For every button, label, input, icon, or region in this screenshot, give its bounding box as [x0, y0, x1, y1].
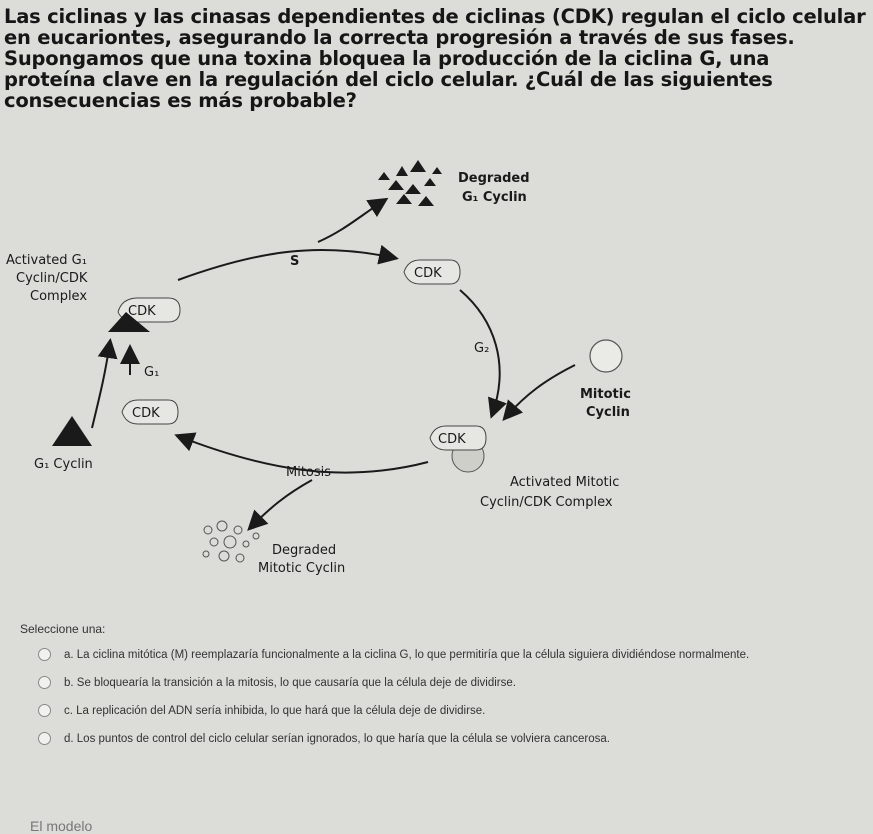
activated-g1-label-3: Complex [30, 289, 87, 304]
cdk-left: CDK [121, 399, 179, 425]
cdk-top: CDK [403, 259, 461, 285]
mitotic-cyclin-label-1: Mitotic [580, 387, 631, 402]
svg-text:CDK: CDK [128, 304, 156, 319]
mitotic-cyclin-arrow [502, 364, 576, 422]
svg-text:CDK: CDK [414, 266, 442, 281]
select-prompt: Seleccione una: [20, 622, 106, 636]
option-b[interactable]: b. Se bloquearía la transición a la mito… [38, 674, 838, 692]
cell-cycle-diagram: Degraded G₁ Cyclin CDK S Activated G₁ Cy… [6, 160, 631, 576]
svg-text:CDK: CDK [438, 432, 466, 447]
mitosis-arrow [174, 432, 429, 474]
degraded-g1-cyclin-fragments [378, 160, 442, 206]
g1-upward-arrow [91, 338, 118, 429]
option-d[interactable]: d. Los puntos de control del ciclo celul… [38, 730, 838, 748]
radio-c[interactable] [38, 704, 51, 717]
footer-text: El modelo [30, 818, 93, 834]
option-b-text: b. Se bloquearía la transición a la mito… [64, 677, 516, 689]
degraded-mitotic-cyclin-fragments [202, 520, 260, 563]
g2-arrow [459, 289, 507, 419]
option-c-text: c. La replicación del ADN sería inhibida… [64, 705, 486, 717]
degraded-mitotic-label-1: Degraded [272, 543, 336, 558]
radio-b[interactable] [38, 676, 51, 689]
mitotic-cyclin-label-2: Cyclin [586, 405, 630, 420]
degradation-branch-arrow [317, 197, 389, 243]
activated-g1-label-1: Activated G₁ [6, 253, 87, 268]
g2-label: G₂ [474, 341, 489, 356]
question-text: Las ciclinas y las cinasas dependientes … [4, 5, 866, 112]
activated-mitotic-label-2: Cyclin/CDK Complex [480, 495, 613, 510]
option-a-text: a. La ciclina mitótica (M) reemplazaría … [64, 649, 750, 661]
g1-cyclin-triangle [52, 416, 92, 446]
mitosis-label: Mitosis [286, 465, 331, 480]
mitotic-degradation-arrow [247, 479, 313, 531]
option-d-text: d. Los puntos de control del ciclo celul… [64, 733, 610, 745]
svg-text:CDK: CDK [132, 406, 160, 421]
option-c[interactable]: c. La replicación del ADN sería inhibida… [38, 702, 838, 720]
degraded-g1-label-1: Degraded [458, 171, 530, 186]
degraded-g1-label-2: G₁ Cyclin [462, 190, 527, 205]
answer-options: a. La ciclina mitótica (M) reemplazaría … [38, 646, 838, 758]
cdk-right: CDK [429, 425, 487, 473]
activated-mitotic-label-1: Activated Mitotic [510, 475, 619, 490]
s-phase-arrow [177, 244, 399, 281]
s-label: S [290, 254, 299, 269]
radio-a[interactable] [38, 648, 51, 661]
option-a[interactable]: a. La ciclina mitótica (M) reemplazaría … [38, 646, 838, 664]
activated-g1-complex: CDK [108, 297, 181, 332]
degraded-mitotic-label-2: Mitotic Cyclin [258, 561, 345, 576]
g1-arrow-label: G₁ [144, 365, 159, 380]
activated-g1-label-2: Cyclin/CDK [16, 271, 88, 286]
mitotic-cyclin-circle [589, 339, 623, 373]
g1-cyclin-label: G₁ Cyclin [34, 457, 93, 472]
radio-d[interactable] [38, 732, 51, 745]
